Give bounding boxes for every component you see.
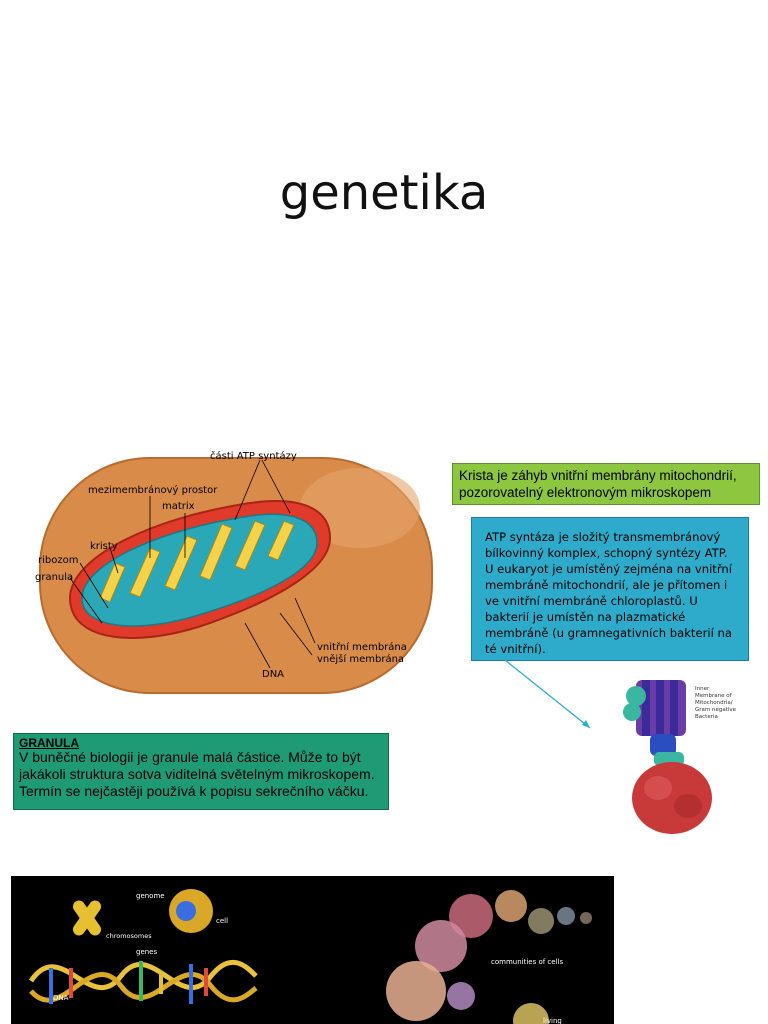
label-atp-parts: části ATP syntázy — [210, 450, 297, 462]
label-cell: cell — [216, 917, 228, 925]
granula-text: V buněčné biologii je granule malá části… — [19, 749, 375, 799]
label-genes: genes — [136, 948, 157, 956]
legend-line-4: Gram negative — [695, 707, 737, 713]
granula-definition-box: GRANULA V buněčné biologii je granule ma… — [13, 733, 389, 810]
label-genome: genome — [136, 892, 165, 900]
crista-fold — [199, 523, 233, 581]
label-ribosome: ribozom — [38, 555, 78, 566]
dna-strand — [28, 959, 258, 991]
chromosome-shape — [72, 900, 102, 936]
legend-line-3: Mitochondria/ — [695, 700, 733, 706]
legend-line-5: Bacteria — [695, 714, 718, 720]
label-granule: granula — [35, 572, 73, 583]
label-dna: DNA — [262, 669, 284, 680]
label-living: living — [543, 1017, 562, 1024]
atp-synthase-structure-image: Inner Membrane of Mitochondria/ Gram neg… — [623, 680, 737, 834]
label-cristae: kristy — [90, 541, 118, 552]
label-chromosomes: chromosomes — [106, 932, 152, 940]
cell-spheres — [386, 890, 592, 1024]
label-intermembrane: mezimembránový prostor — [88, 484, 218, 496]
slide-title: genetika — [279, 165, 489, 221]
label-communities: communities of cells — [491, 958, 563, 966]
connector-arrow — [504, 659, 591, 729]
crista-fold — [234, 520, 266, 571]
mitochondrion-diagram: části ATP syntázy mezimembránový prostor… — [35, 450, 433, 694]
crista-fold — [164, 535, 198, 591]
label-outer-membrane: vnější membrána — [317, 653, 404, 665]
matrix-shape — [81, 513, 318, 627]
label-dna: DNA — [53, 994, 69, 1002]
stalk — [650, 734, 676, 756]
legend-line-1: Inner — [695, 686, 710, 692]
f1-head — [632, 762, 712, 834]
crista-fold — [267, 520, 295, 561]
atp-synthase-definition-box: ATP syntáza je složitý transmembránový b… — [471, 517, 749, 661]
label-inner-membrane: vnitřní membrána — [317, 641, 407, 653]
legend-line-2: Membrane of — [695, 693, 733, 699]
crista-fold — [99, 562, 126, 603]
crista-definition-box: Krista je záhyb vnitřní membrány mitocho… — [452, 463, 760, 505]
granula-heading: GRANULA — [19, 736, 79, 750]
genetics-overview-image: genome cell chromosomes genes DNA commun… — [11, 876, 614, 1024]
label-matrix: matrix — [162, 501, 195, 512]
crista-fold — [129, 547, 161, 598]
